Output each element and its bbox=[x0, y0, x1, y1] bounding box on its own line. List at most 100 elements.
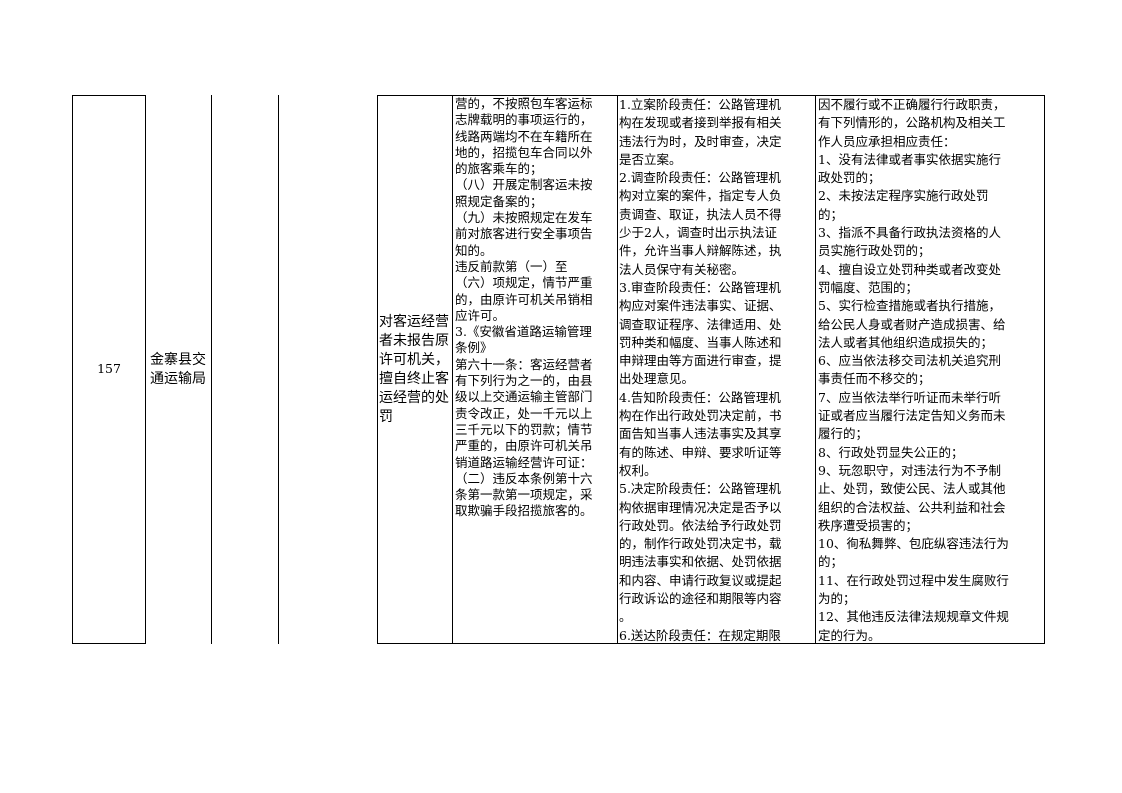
legal-basis-line: 严重的，由原许可机关吊 bbox=[455, 438, 593, 454]
responsibility-line: 4.告知阶段责任：公路管理机 bbox=[619, 389, 781, 405]
responsibility-line: 5.决定阶段责任：公路管理机 bbox=[619, 481, 781, 497]
responsibility-line: 构应对案件违法事实、证据、 bbox=[619, 298, 782, 314]
responsibility-line: 责调查、取证，执法人员不得 bbox=[619, 206, 782, 222]
responsibility-line: 明违法事实和依据、处罚依据 bbox=[619, 554, 782, 570]
department-cell: 金寨县交通运输局 bbox=[150, 96, 206, 643]
item-name: 对客运经营者未报告原许可机关，擅自终止客运经营的处罚 bbox=[379, 313, 449, 425]
accountability-line: 证或者应当履行法定告知义务而未 bbox=[818, 408, 1006, 424]
responsibility-line: 是否立案。 bbox=[619, 151, 682, 167]
accountability-cell: 因不履行或不正确履行行政职责， 有下列情形的，公路机构及相关工作人员应承担相应责任… bbox=[818, 96, 1043, 643]
accountability-line: 5、实行检查措施或者执行措施， bbox=[818, 298, 1001, 314]
legal-basis-line: 级以上交通运输主管部门 bbox=[455, 389, 593, 405]
accountability-line: 作人员应承担相应责任： bbox=[818, 133, 956, 149]
accountability-line: 的； bbox=[818, 554, 844, 570]
responsibility-line: 。 bbox=[619, 609, 632, 625]
legal-basis-line: 线路两端均不在车籍所在 bbox=[455, 128, 593, 144]
responsibility-line: 构在作出行政处罚决定前，书 bbox=[619, 408, 782, 424]
row-number-cell: 157 bbox=[73, 96, 145, 643]
responsibility-line: 构对立案的案件，指定专人负 bbox=[619, 188, 782, 204]
accountability-line: 2、未按法定程序实施行政处罚 bbox=[818, 188, 989, 204]
responsibility-text: 1.立案阶段责任：公路管理机构在发现或者接到举报有相关违法行为时，及时审查，决定… bbox=[619, 96, 814, 643]
responsibility-line: 2.调查阶段责任：公路管理机 bbox=[619, 170, 781, 186]
accountability-line: 组织的合法权益、公共利益和社会 bbox=[818, 499, 1006, 515]
accountability-line: 止、处罚，致使公民、法人或其他 bbox=[818, 481, 1006, 497]
responsibility-cell: 1.立案阶段责任：公路管理机构在发现或者接到举报有相关违法行为时，及时审查，决定… bbox=[619, 96, 814, 643]
legal-basis-line: 营的，不按照包车客运标 bbox=[455, 96, 593, 111]
legal-basis-line: 条例》 bbox=[455, 340, 493, 356]
accountability-line: 11、在行政处罚过程中发生腐败行 bbox=[818, 572, 1009, 588]
accountability-text: 因不履行或不正确履行行政职责， 有下列情形的，公路机构及相关工作人员应承担相应责任… bbox=[818, 96, 1043, 643]
responsibility-line: 出处理意见。 bbox=[619, 371, 695, 387]
legal-basis-line: 应许可。 bbox=[455, 307, 506, 323]
legal-basis-line: 知的。 bbox=[455, 242, 493, 258]
legal-basis-text: 营的，不按照包车客运标志牌载明的事项运行的，线路两端均不在车籍所在地的，招揽包车… bbox=[455, 96, 617, 520]
responsibility-line: 面告知当事人违法事实及其享 bbox=[619, 426, 782, 442]
table-bottom-border bbox=[72, 643, 146, 644]
accountability-line: 6、应当依法移交司法机关追究刑 bbox=[818, 353, 1001, 369]
item-name-cell: 对客运经营者未报告原许可机关，擅自终止客运经营的处罚 bbox=[379, 96, 451, 643]
responsibility-line: 行政诉讼的途径和期限等内容 bbox=[619, 591, 782, 607]
legal-basis-line: 第六十一条：客运经营者 bbox=[455, 356, 593, 372]
col-border-6 bbox=[452, 95, 453, 644]
accountability-line: 员实施行政处罚的； bbox=[818, 243, 931, 259]
accountability-line: 9、玩忽职守，对违法行为不予制 bbox=[818, 462, 1001, 478]
col-border-1 bbox=[72, 95, 73, 644]
accountability-line: 秩序遭受损害的； bbox=[818, 517, 919, 533]
responsibility-line: 件，允许当事人辩解陈述，执 bbox=[619, 243, 782, 259]
responsibility-line: 调查取证程序、法律适用、处 bbox=[619, 316, 782, 332]
legal-basis-line: 志牌载明的事项运行的， bbox=[455, 112, 593, 128]
accountability-line: 罚幅度、范围的； bbox=[818, 279, 919, 295]
row-number: 157 bbox=[97, 361, 121, 377]
legal-basis-line: 责令改正，处一千元以上 bbox=[455, 405, 593, 421]
accountability-line: 法人或者其他组织造成损失的； bbox=[818, 334, 994, 350]
accountability-line: 为的； bbox=[818, 591, 856, 607]
legal-basis-line: 3.《安徽省道路运输管理 bbox=[455, 324, 592, 340]
responsibility-line: 的，制作行政处罚决定书，载 bbox=[619, 536, 782, 552]
table-bottom-border-right bbox=[377, 643, 1045, 644]
legal-basis-line: （二）违反本条例第十六 bbox=[455, 470, 593, 486]
responsibility-line: 6.送达阶段责任：在规定期限 bbox=[619, 627, 781, 643]
responsibility-line: 罚种类和幅度、当事人陈述和 bbox=[619, 334, 782, 350]
col-border-7 bbox=[617, 95, 618, 644]
responsibility-line: 违法行为时，及时审查，决定 bbox=[619, 133, 782, 149]
legal-basis-cell: 营的，不按照包车客运标志牌载明的事项运行的，线路两端均不在车籍所在地的，招揽包车… bbox=[455, 96, 617, 643]
responsibility-line: 法人员保守有关秘密。 bbox=[619, 261, 745, 277]
legal-basis-line: 的旅客乘车的； bbox=[455, 161, 543, 177]
col-border-5 bbox=[377, 95, 378, 644]
accountability-line: 的； bbox=[818, 206, 844, 222]
accountability-line: 3、指派不具备行政执法资格的人 bbox=[818, 225, 1001, 241]
legal-basis-line: 销道路运输经营许可证： bbox=[455, 454, 593, 470]
accountability-line: 履行的； bbox=[818, 426, 869, 442]
table-top-border bbox=[72, 95, 146, 96]
responsibility-line: 行政处罚。依法给予行政处罚 bbox=[619, 517, 782, 533]
accountability-line: 7、应当依法举行听证而未举行听 bbox=[818, 389, 1001, 405]
legal-basis-line: （八）开展定制客运未按 bbox=[455, 177, 593, 193]
accountability-line: 8、行政处罚显失公正的； bbox=[818, 444, 964, 460]
responsibility-line: 少于2人，调查时出示执法证 bbox=[619, 225, 777, 241]
legal-basis-line: （九）未按照规定在发车 bbox=[455, 210, 593, 226]
responsibility-line: 申辩理由等方面进行审查，提 bbox=[619, 353, 782, 369]
accountability-line: 政处罚的； bbox=[818, 170, 881, 186]
accountability-line: 给公民人身或者财产造成损害、给 bbox=[818, 316, 1006, 332]
legal-basis-line: 前对旅客进行安全事项告 bbox=[455, 226, 593, 242]
col-border-9 bbox=[1044, 95, 1045, 644]
col-border-3 bbox=[211, 95, 212, 644]
legal-basis-line: 照规定备案的； bbox=[455, 193, 543, 209]
accountability-line: 10、徇私舞弊、包庇纵容违法行为 bbox=[818, 536, 1009, 552]
legal-basis-line: 违反前款第（一）至 bbox=[455, 258, 568, 274]
col-border-8 bbox=[815, 95, 816, 644]
department-name: 金寨县交通运输局 bbox=[150, 351, 206, 387]
responsibility-line: 3.审查阶段责任：公路管理机 bbox=[619, 279, 781, 295]
col-border-4 bbox=[278, 95, 279, 644]
accountability-line: 4、擅自设立处罚种类或者改变处 bbox=[818, 261, 1001, 277]
responsibility-line: 1.立案阶段责任：公路管理机 bbox=[619, 97, 781, 112]
responsibility-line: 和内容、申请行政复议或提起 bbox=[619, 572, 782, 588]
responsibility-line: 构依据审理情况决定是否予以 bbox=[619, 499, 782, 515]
accountability-line: 12、其他违反法律法规规章文件规 bbox=[818, 609, 1009, 625]
accountability-line: 有下列情形的，公路机构及相关工 bbox=[818, 115, 1006, 131]
accountability-line: 定的行为。 bbox=[818, 627, 881, 643]
accountability-line: 因不履行或不正确履行行政职责， bbox=[818, 97, 1006, 112]
legal-basis-line: （六）项规定，情节严重 bbox=[455, 275, 593, 291]
legal-basis-line: 地的，招揽包车合同以外 bbox=[455, 144, 593, 160]
